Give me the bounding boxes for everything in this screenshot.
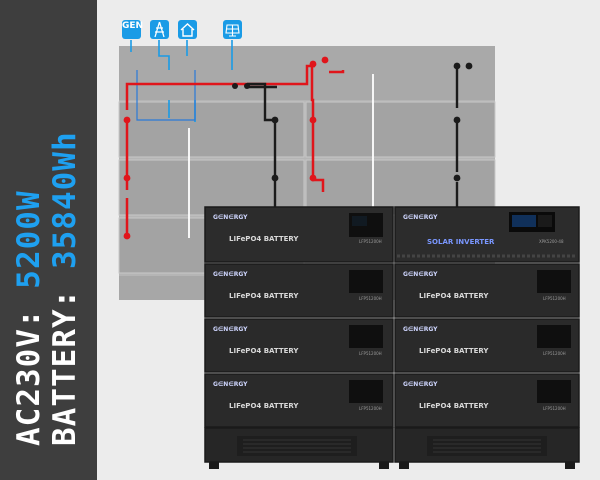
battery-unit-right-2: G∈N∈RGY LIFePO4 BATTERY LFP51200H	[394, 318, 580, 373]
wiring-and-units: G∈N∈RGY LIFePO4 BATTERY LFP51200H G∈N∈RG…	[118, 40, 580, 469]
ac-power-line: AC230V: 5200W	[11, 190, 47, 446]
battery-unit-left-3: G∈N∈RGY LIFePO4 BATTERY LFP51200H	[204, 318, 394, 373]
battery-capacity-label: BATTERY:	[47, 269, 83, 446]
svg-text:LFP51200H: LFP51200H	[359, 351, 382, 356]
svg-text:LIFePO4 BATTERY: LIFePO4 BATTERY	[229, 235, 299, 243]
cabinet-base-left	[204, 427, 394, 469]
headline-band: AC230V: 5200W BATTERY: 35840Wh	[0, 0, 97, 480]
cabinet-base-right	[394, 427, 580, 469]
terminal-posts	[123, 56, 473, 240]
svg-text:LIFePO4 BATTERY: LIFePO4 BATTERY	[229, 402, 299, 410]
battery-unit-left-1: G∈N∈RGY LIFePO4 BATTERY LFP51200H	[204, 206, 394, 263]
svg-text:LIFePO4 BATTERY: LIFePO4 BATTERY	[229, 347, 299, 355]
solar-inverter-unit: G∈N∈RGY SOLAR INVERTER XPK5200-48	[394, 206, 580, 263]
svg-text:LIFePO4 BATTERY: LIFePO4 BATTERY	[419, 292, 489, 300]
svg-text:G∈N∈RGY: G∈N∈RGY	[403, 214, 438, 221]
svg-text:G∈N∈RGY: G∈N∈RGY	[403, 271, 438, 278]
svg-text:LIFePO4 BATTERY: LIFePO4 BATTERY	[419, 402, 489, 410]
svg-text:LFP51200H: LFP51200H	[359, 296, 382, 301]
ac-power-value: 5200W	[11, 190, 47, 289]
svg-text:G∈N∈RGY: G∈N∈RGY	[213, 214, 248, 221]
svg-text:LIFePO4 BATTERY: LIFePO4 BATTERY	[229, 292, 299, 300]
svg-text:LFP51200H: LFP51200H	[359, 406, 382, 411]
svg-text:G∈N∈RGY: G∈N∈RGY	[213, 381, 248, 388]
svg-text:G∈N∈RGY: G∈N∈RGY	[403, 326, 438, 333]
battery-unit-left-4: G∈N∈RGY LIFePO4 BATTERY LFP51200H	[204, 373, 394, 428]
svg-text:LFP51200H: LFP51200H	[359, 239, 382, 244]
svg-text:XPK5200-48: XPK5200-48	[539, 239, 564, 244]
svg-text:G∈N∈RGY: G∈N∈RGY	[213, 326, 248, 333]
battery-unit-right-3: G∈N∈RGY LIFePO4 BATTERY LFP51200H	[394, 373, 580, 428]
battery-unit-left-2: G∈N∈RGY LIFePO4 BATTERY LFP51200H	[204, 263, 394, 318]
generator-icon: GEN	[122, 20, 143, 39]
grid-tower-icon	[150, 20, 169, 39]
svg-text:LIFePO4 BATTERY: LIFePO4 BATTERY	[419, 347, 489, 355]
solar-panel-icon	[223, 20, 242, 39]
svg-text:G∈N∈RGY: G∈N∈RGY	[213, 271, 248, 278]
svg-text:LFP51200H: LFP51200H	[543, 351, 566, 356]
svg-text:G∈N∈RGY: G∈N∈RGY	[403, 381, 438, 388]
battery-capacity-line: BATTERY: 35840Wh	[47, 131, 83, 446]
system-diagram: GEN	[97, 0, 600, 480]
svg-text:SOLAR INVERTER: SOLAR INVERTER	[427, 238, 495, 246]
battery-capacity-value: 35840Wh	[47, 131, 83, 270]
svg-text:LFP51200H: LFP51200H	[543, 406, 566, 411]
ac-power-label: AC230V:	[11, 288, 47, 446]
house-icon	[178, 20, 197, 39]
svg-text:LFP51200H: LFP51200H	[543, 296, 566, 301]
battery-unit-right-1: G∈N∈RGY LIFePO4 BATTERY LFP51200H	[394, 263, 580, 318]
